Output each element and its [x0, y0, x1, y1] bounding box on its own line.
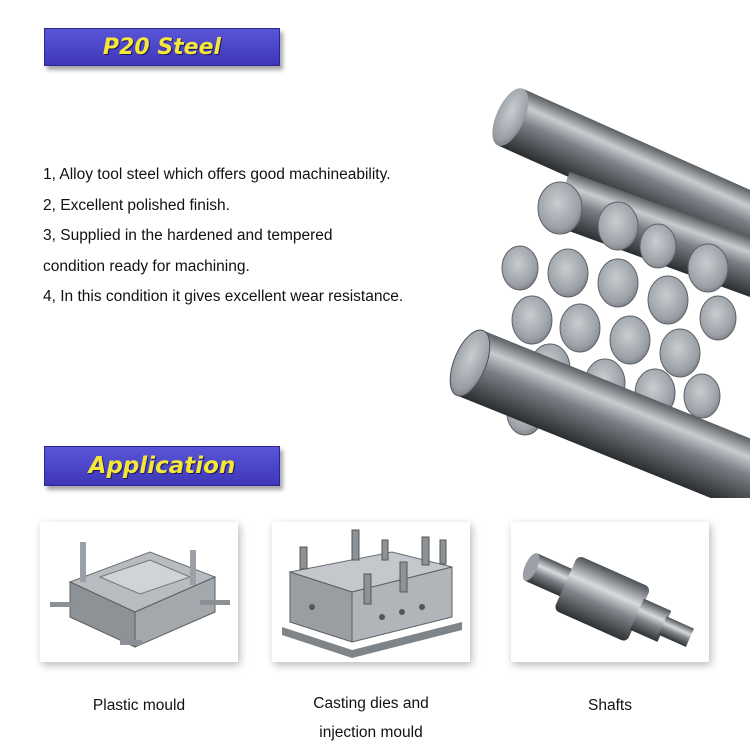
feature-item: condition ready for machining.: [43, 257, 250, 275]
caption-line: injection mould: [319, 724, 423, 741]
caption-casting-dies: Casting dies and injection mould: [272, 689, 470, 747]
title-banner: P20 Steel: [44, 28, 280, 66]
shaft-image: [522, 553, 695, 647]
page-title: P20 Steel: [102, 34, 222, 60]
plastic-mould-image: [50, 542, 230, 648]
application-card-casting-dies: [272, 522, 470, 662]
application-banner: Application: [44, 446, 280, 486]
caption-shafts: Shafts: [588, 697, 632, 714]
application-card-plastic-mould: [40, 522, 238, 662]
feature-list: 1, Alloy tool steel which offers good ma…: [43, 160, 483, 313]
caption-plastic-mould: Plastic mould: [92, 697, 186, 714]
application-card-shafts: [511, 522, 709, 662]
feature-item: 4, In this condition it gives excellent …: [43, 288, 404, 305]
feature-item: 3, Supplied in the hardened and tempered: [43, 227, 333, 244]
casting-die-image: [282, 529, 462, 658]
application-title: Application: [88, 453, 236, 479]
caption-line: Casting dies and: [313, 695, 429, 712]
feature-item: 2, Excellent polished finish.: [43, 196, 230, 214]
steel-bars-image: [449, 88, 750, 498]
feature-item: 1, Alloy tool steel which offers good ma…: [43, 166, 391, 183]
